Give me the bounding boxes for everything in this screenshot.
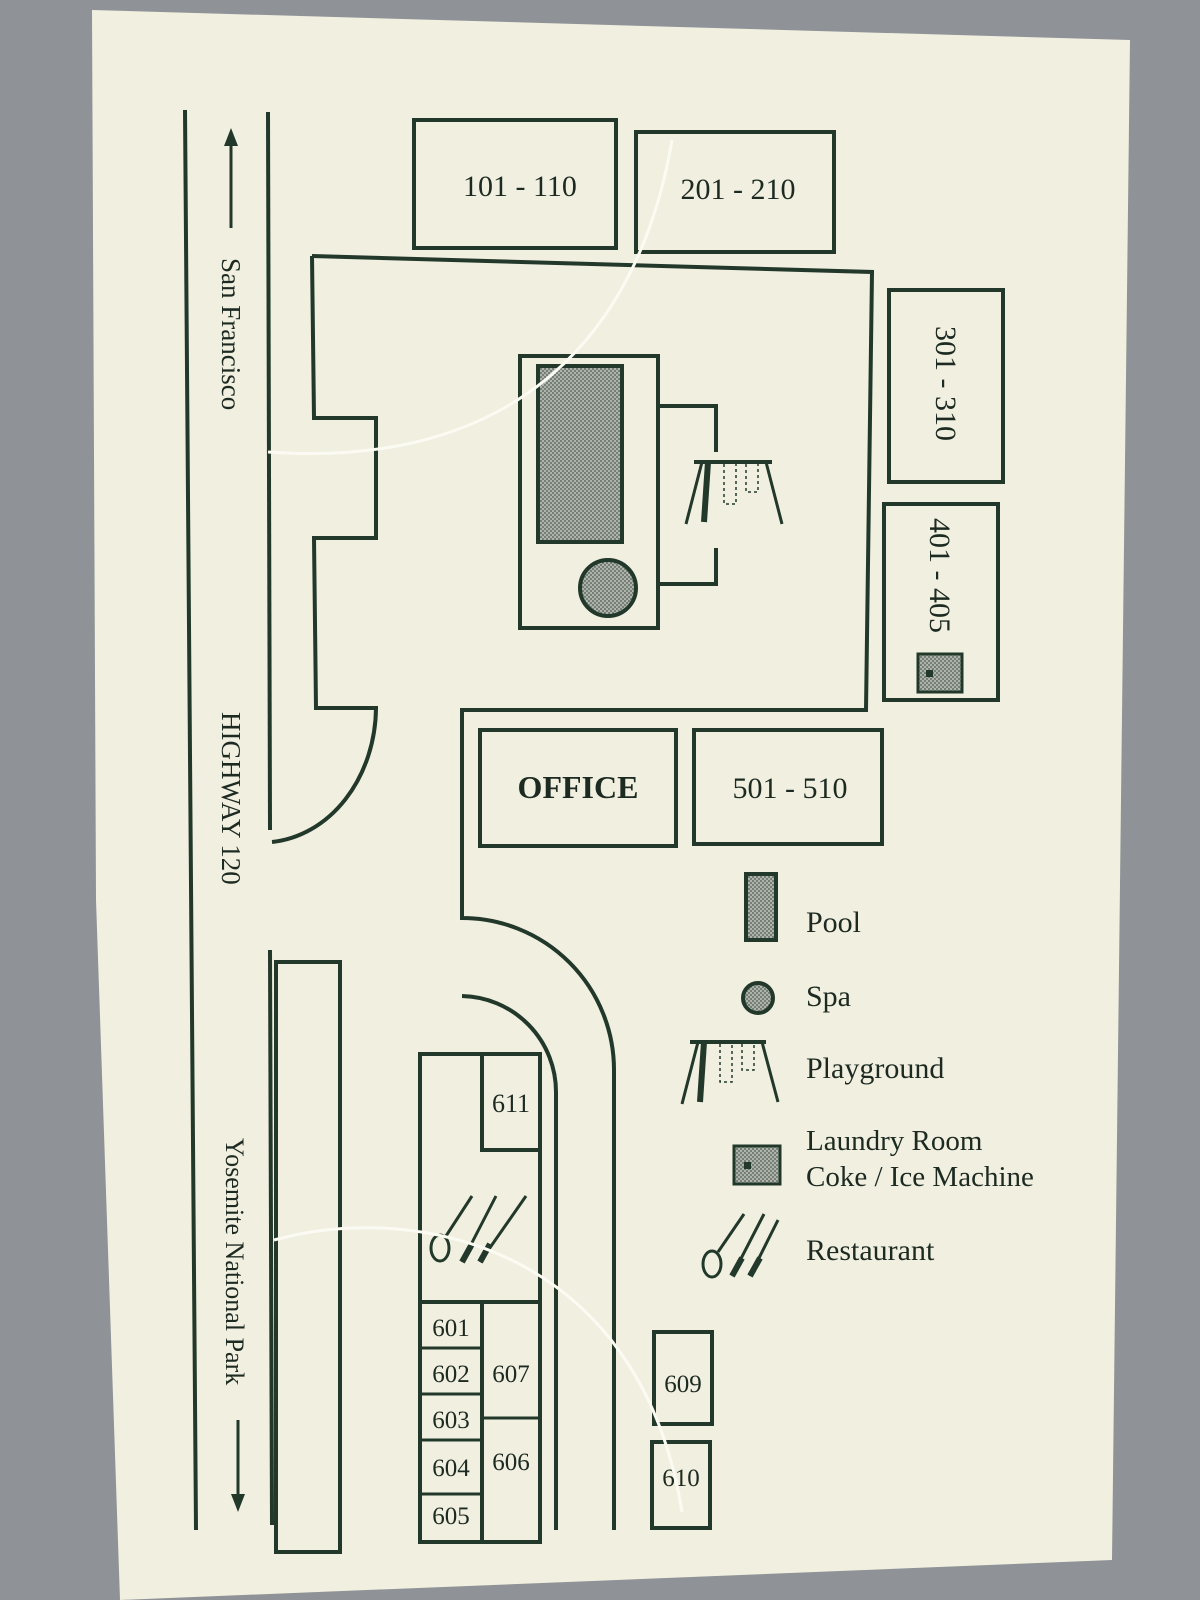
building-201-210-label: 201 - 210 xyxy=(681,173,796,206)
pool-legend-icon xyxy=(744,872,778,942)
building-301-310 xyxy=(887,288,1005,484)
room-601-label: 601 xyxy=(432,1315,470,1342)
room-611-label: 611 xyxy=(492,1089,530,1118)
building-101-110-label: 101 - 110 xyxy=(463,170,577,203)
room-606-label: 606 xyxy=(492,1449,530,1476)
building-201-210 xyxy=(634,130,836,254)
legend-restaurant-label: Restaurant xyxy=(806,1234,935,1267)
legend-laundry-label: Laundry Room xyxy=(806,1125,983,1157)
legend-spa-label: Spa xyxy=(806,980,851,1013)
paper-fold-upper xyxy=(267,139,674,455)
playground-legend-icon xyxy=(680,1040,780,1105)
room-609 xyxy=(652,1330,714,1426)
building-101-110 xyxy=(412,118,618,250)
parking-lot-west-edge xyxy=(271,255,379,844)
room-610 xyxy=(650,1440,712,1530)
laundry-room-icon xyxy=(916,652,964,694)
driveway-inner-curve xyxy=(461,994,558,1530)
spa-legend-icon xyxy=(741,981,775,1015)
room-610-label: 610 xyxy=(662,1465,700,1492)
room-604-label: 604 xyxy=(432,1455,470,1482)
building-301-310-label: 301 - 310 xyxy=(929,326,962,441)
road-edge-east-north xyxy=(266,111,272,831)
building-401-405-label: 401 - 405 xyxy=(923,518,956,633)
laundry-legend-icon xyxy=(732,1144,782,1186)
building-501-510 xyxy=(692,728,884,846)
spa-shape xyxy=(578,558,638,618)
room-603-label: 603 xyxy=(432,1407,470,1434)
building-501-510-label: 501 - 510 xyxy=(733,772,848,805)
pool-shape xyxy=(536,364,624,544)
room-607-label: 607 xyxy=(492,1361,530,1388)
room-605-label: 605 xyxy=(432,1503,470,1530)
road-label-north: San Francisco xyxy=(216,258,246,410)
paper-fold-lower xyxy=(273,1226,684,1513)
road-edge-east-south xyxy=(268,949,274,1526)
road-label-south: Yosemite National Park xyxy=(220,1138,249,1385)
legend-pool-label: Pool xyxy=(806,906,861,939)
arrow-north-icon xyxy=(224,128,238,228)
building-401-405 xyxy=(882,502,1000,702)
restaurant-legend-icon xyxy=(701,1213,780,1279)
playground-fence xyxy=(660,404,718,586)
legend: Pool Spa Playground Laundry Room Coke / … xyxy=(680,872,1034,1279)
room-609-label: 609 xyxy=(664,1371,702,1398)
parking-lot-outline xyxy=(311,254,875,1530)
road-label-highway: HIGHWAY 120 xyxy=(216,712,246,885)
office-building xyxy=(478,728,678,848)
room-602-label: 602 xyxy=(432,1361,470,1388)
pool-area-enclosure xyxy=(518,354,660,630)
arrow-south-icon xyxy=(231,1420,245,1512)
legend-playground-label: Playground xyxy=(806,1052,944,1085)
room-611 xyxy=(480,1052,542,1152)
roadside-strip xyxy=(274,960,342,1554)
playground-map-icon xyxy=(684,460,784,525)
office-label: OFFICE xyxy=(518,769,639,805)
road-edge-west xyxy=(183,109,198,1531)
legend-coke-ice-label: Coke / Ice Machine xyxy=(806,1161,1034,1193)
